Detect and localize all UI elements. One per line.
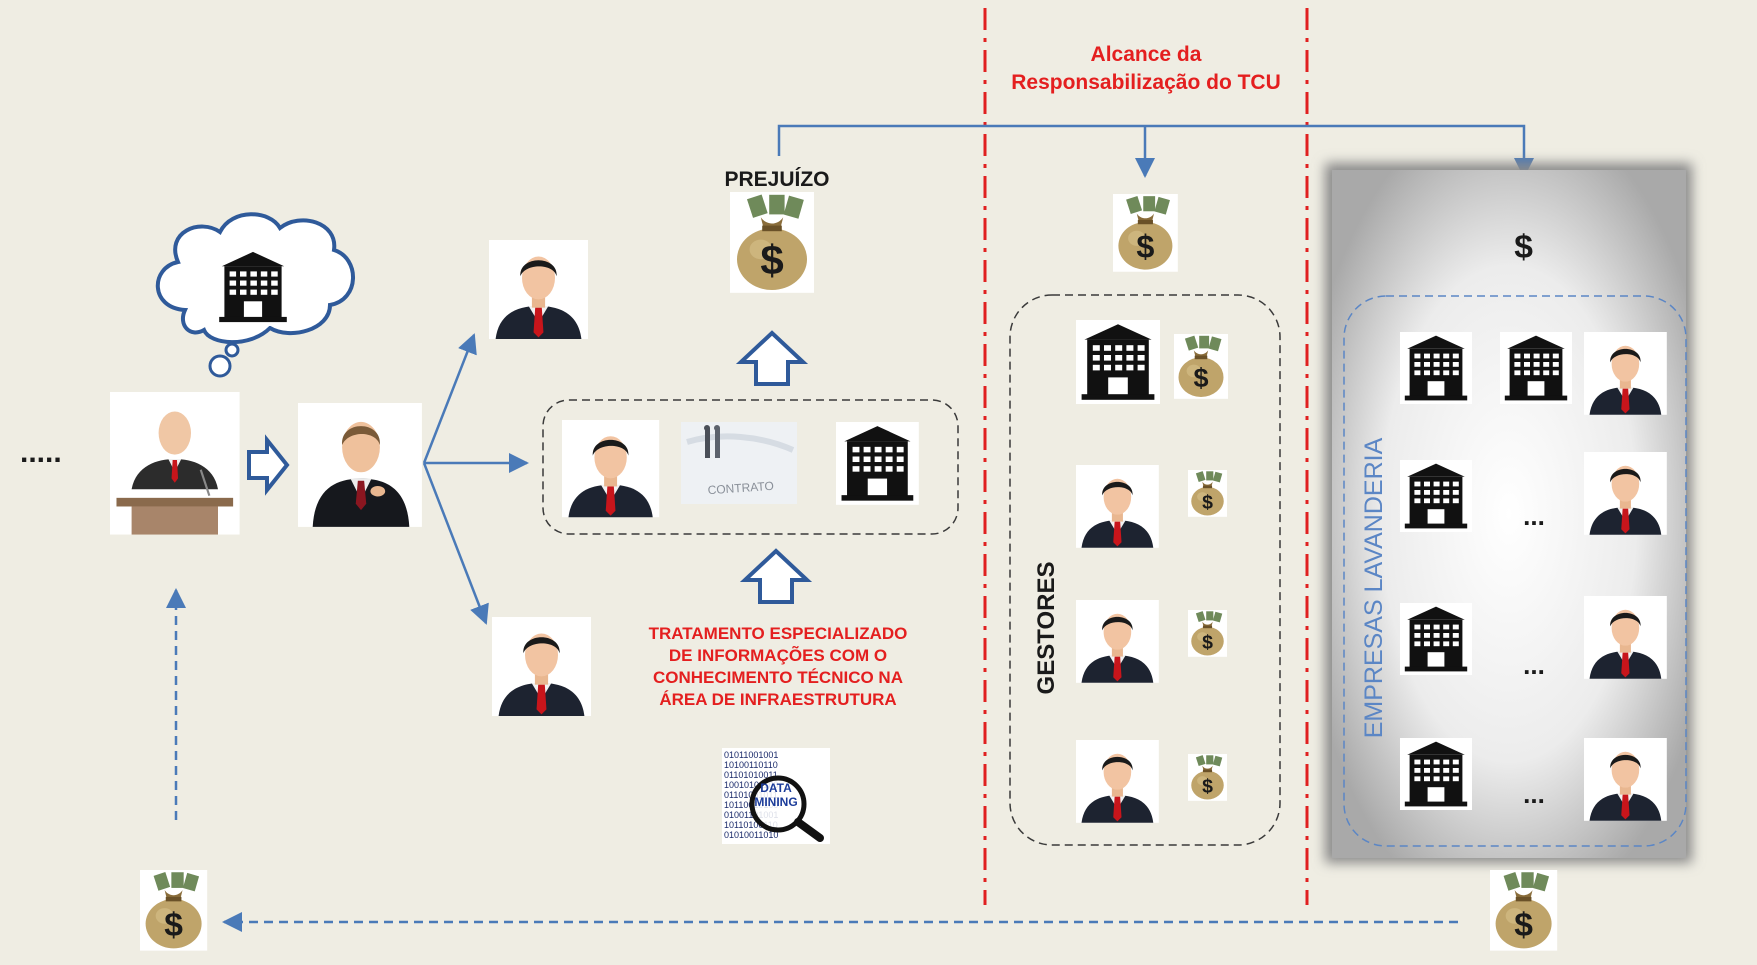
tratamento-line1: TRATAMENTO ESPECIALIZADO	[649, 624, 908, 643]
building-icon	[1076, 320, 1160, 404]
gestores-label: GESTORES	[1033, 562, 1060, 695]
alcance-title-line1: Alcance da	[1091, 43, 1202, 66]
contract-text: CONTRATO	[707, 479, 774, 498]
data-mining-line1: DATA	[760, 781, 792, 795]
grid-ellipsis: ...	[1523, 650, 1545, 680]
dollar-sign-icon: $	[1136, 229, 1154, 265]
businessman-icon	[298, 403, 422, 527]
businessman-icon	[1076, 740, 1159, 823]
tratamento-line4: ÁREA DE INFRAESTRUTURA	[659, 690, 896, 709]
hollow-arrow-right-icon	[247, 434, 290, 496]
building-icon	[1400, 738, 1472, 810]
building-icon	[1400, 603, 1472, 675]
contract-photo-icon: CONTRATO	[681, 422, 797, 504]
branch-arrow-bottom	[422, 462, 489, 625]
branch-arrow-top	[422, 333, 477, 464]
contract-group-box	[542, 399, 959, 535]
speaker-podium-icon	[108, 390, 241, 536]
dollar-sign-icon: $	[164, 907, 183, 944]
grid-ellipsis: ...	[1523, 779, 1545, 809]
hollow-arrow-up-icon	[739, 548, 813, 604]
businessman-icon	[1076, 465, 1159, 548]
money-bag-dollar-layer: $ $ $ $ $ $ $ $ $	[164, 229, 1533, 944]
dollar-sign-icon: $	[1202, 775, 1213, 797]
building-icon	[836, 422, 919, 505]
businessman-icon	[1584, 596, 1667, 679]
dollar-sign-icon: $	[1514, 907, 1533, 944]
businessman-icon	[489, 240, 588, 339]
dollar-sign-icon: $	[1202, 491, 1213, 513]
dollar-sign-icon: $	[1202, 631, 1213, 653]
building-icon	[1500, 332, 1572, 404]
grid-ellipsis: ...	[1523, 501, 1545, 531]
prejuizo-label: PREJUÍZO	[724, 168, 829, 191]
hollow-arrow-up-icon	[735, 330, 809, 386]
empresas-lavanderia-label: EMPRESAS LAVANDERIA	[1360, 437, 1388, 738]
businessman-icon	[1076, 600, 1159, 683]
building-icon	[1400, 332, 1472, 404]
gestores-group-box	[1009, 294, 1281, 846]
businessman-icon	[1584, 332, 1667, 415]
businessman-icon	[1584, 452, 1667, 535]
data-mining-line2: MINING	[754, 795, 797, 809]
ellipsis-left: .....	[20, 436, 62, 469]
alcance-title-line2: Responsabilização do TCU	[1011, 71, 1281, 94]
tratamento-line2: DE INFORMAÇÕES COM O	[669, 645, 887, 665]
businessman-icon	[562, 420, 660, 518]
businessman-icon	[492, 617, 591, 716]
building-icon	[214, 248, 292, 326]
dollar-sign-icon: $	[760, 237, 783, 284]
connector-top-line	[777, 124, 1534, 178]
tratamento-line3: CONHECIMENTO TÉCNICO NA	[653, 668, 903, 687]
dollar-sign-icon: $	[1193, 363, 1208, 393]
businessman-icon	[1584, 738, 1667, 821]
data-mining-icon: DATA MINING	[722, 748, 830, 844]
building-icon	[1400, 460, 1472, 532]
dollar-sign-icon: $	[1514, 229, 1533, 266]
